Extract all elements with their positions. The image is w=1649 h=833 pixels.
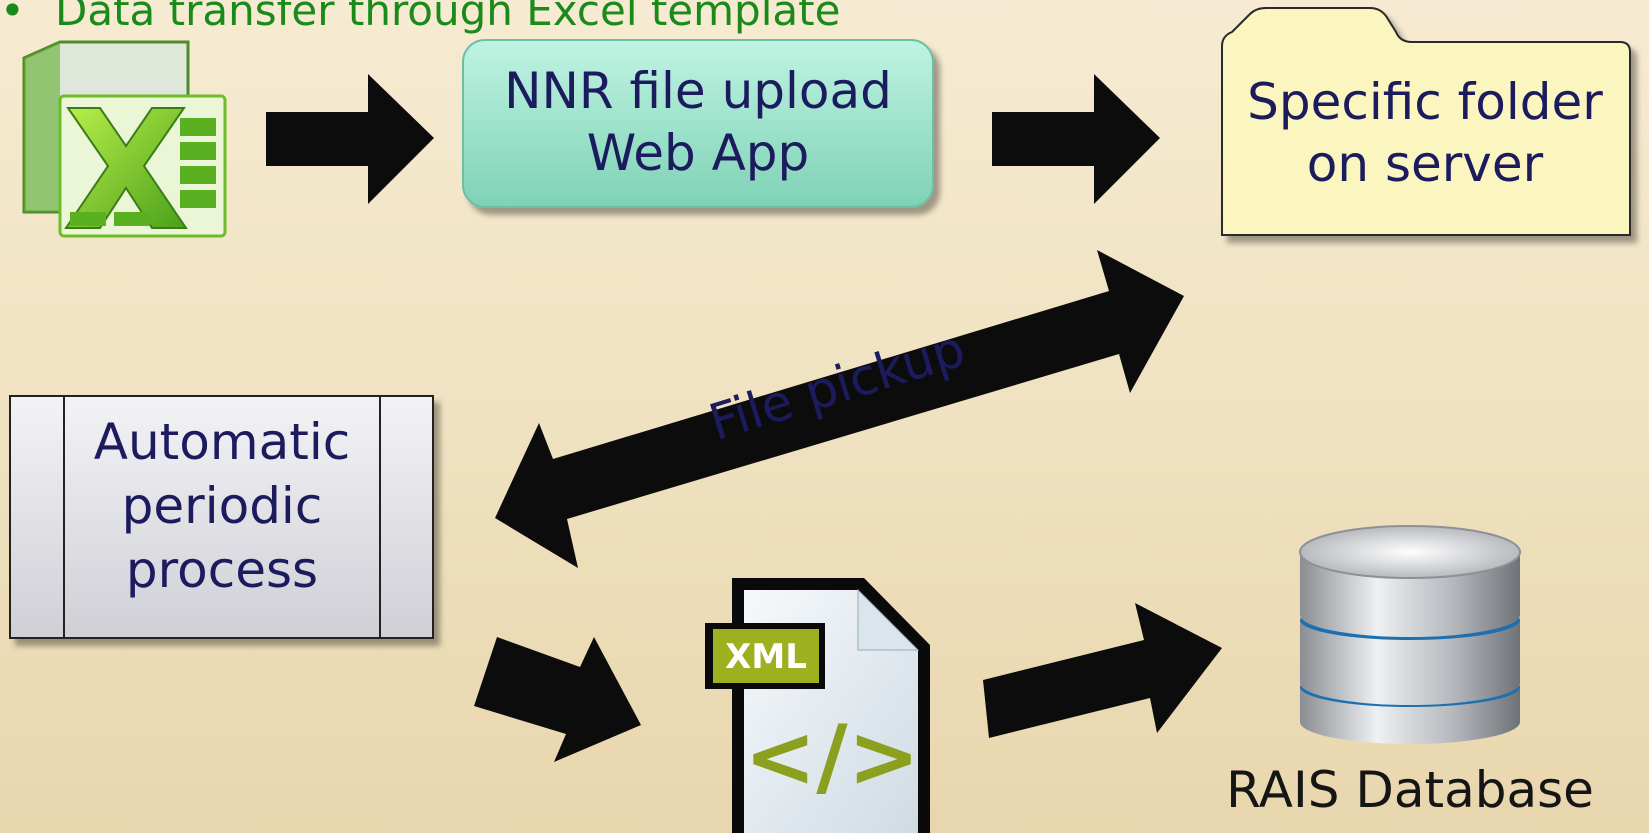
process-label-line-3: process	[125, 541, 319, 599]
process-label-line-1: Automatic	[93, 413, 351, 471]
process-label-line-2: periodic	[121, 477, 323, 535]
xml-badge: XML	[725, 637, 807, 677]
xml-file-icon: XML </>	[705, 578, 930, 833]
folder-box	[1221, 7, 1631, 236]
database-label: RAIS Database	[1226, 761, 1594, 819]
arrow-process-to-xml	[474, 637, 641, 762]
process-box	[9, 395, 434, 639]
bullet-text: Data transfer through Excel template	[55, 0, 841, 35]
process-label: Automatic periodic process	[64, 410, 380, 602]
database-icon	[1299, 525, 1521, 744]
webapp-label-line-1: NNR file upload	[504, 62, 892, 120]
arrow-xml-to-database	[983, 603, 1222, 738]
webapp-box	[462, 39, 934, 208]
arrow-webapp-to-folder	[992, 74, 1160, 204]
folder-label: Specific folder on server	[1220, 71, 1630, 195]
webapp-label-line-2: Web App	[586, 124, 810, 182]
folder-label-line-1: Specific folder	[1247, 73, 1603, 131]
bullet-marker: •	[0, 0, 25, 35]
bullet-heading: • Data transfer through Excel template	[0, 0, 840, 35]
file-pickup-arrow: File pickup	[495, 250, 1184, 568]
webapp-label: NNR file upload Web App	[463, 60, 933, 184]
folder-label-line-2: on server	[1306, 135, 1544, 193]
excel-icon	[22, 40, 227, 238]
code-glyph: </>	[744, 707, 920, 807]
arrow-excel-to-webapp	[266, 74, 434, 204]
